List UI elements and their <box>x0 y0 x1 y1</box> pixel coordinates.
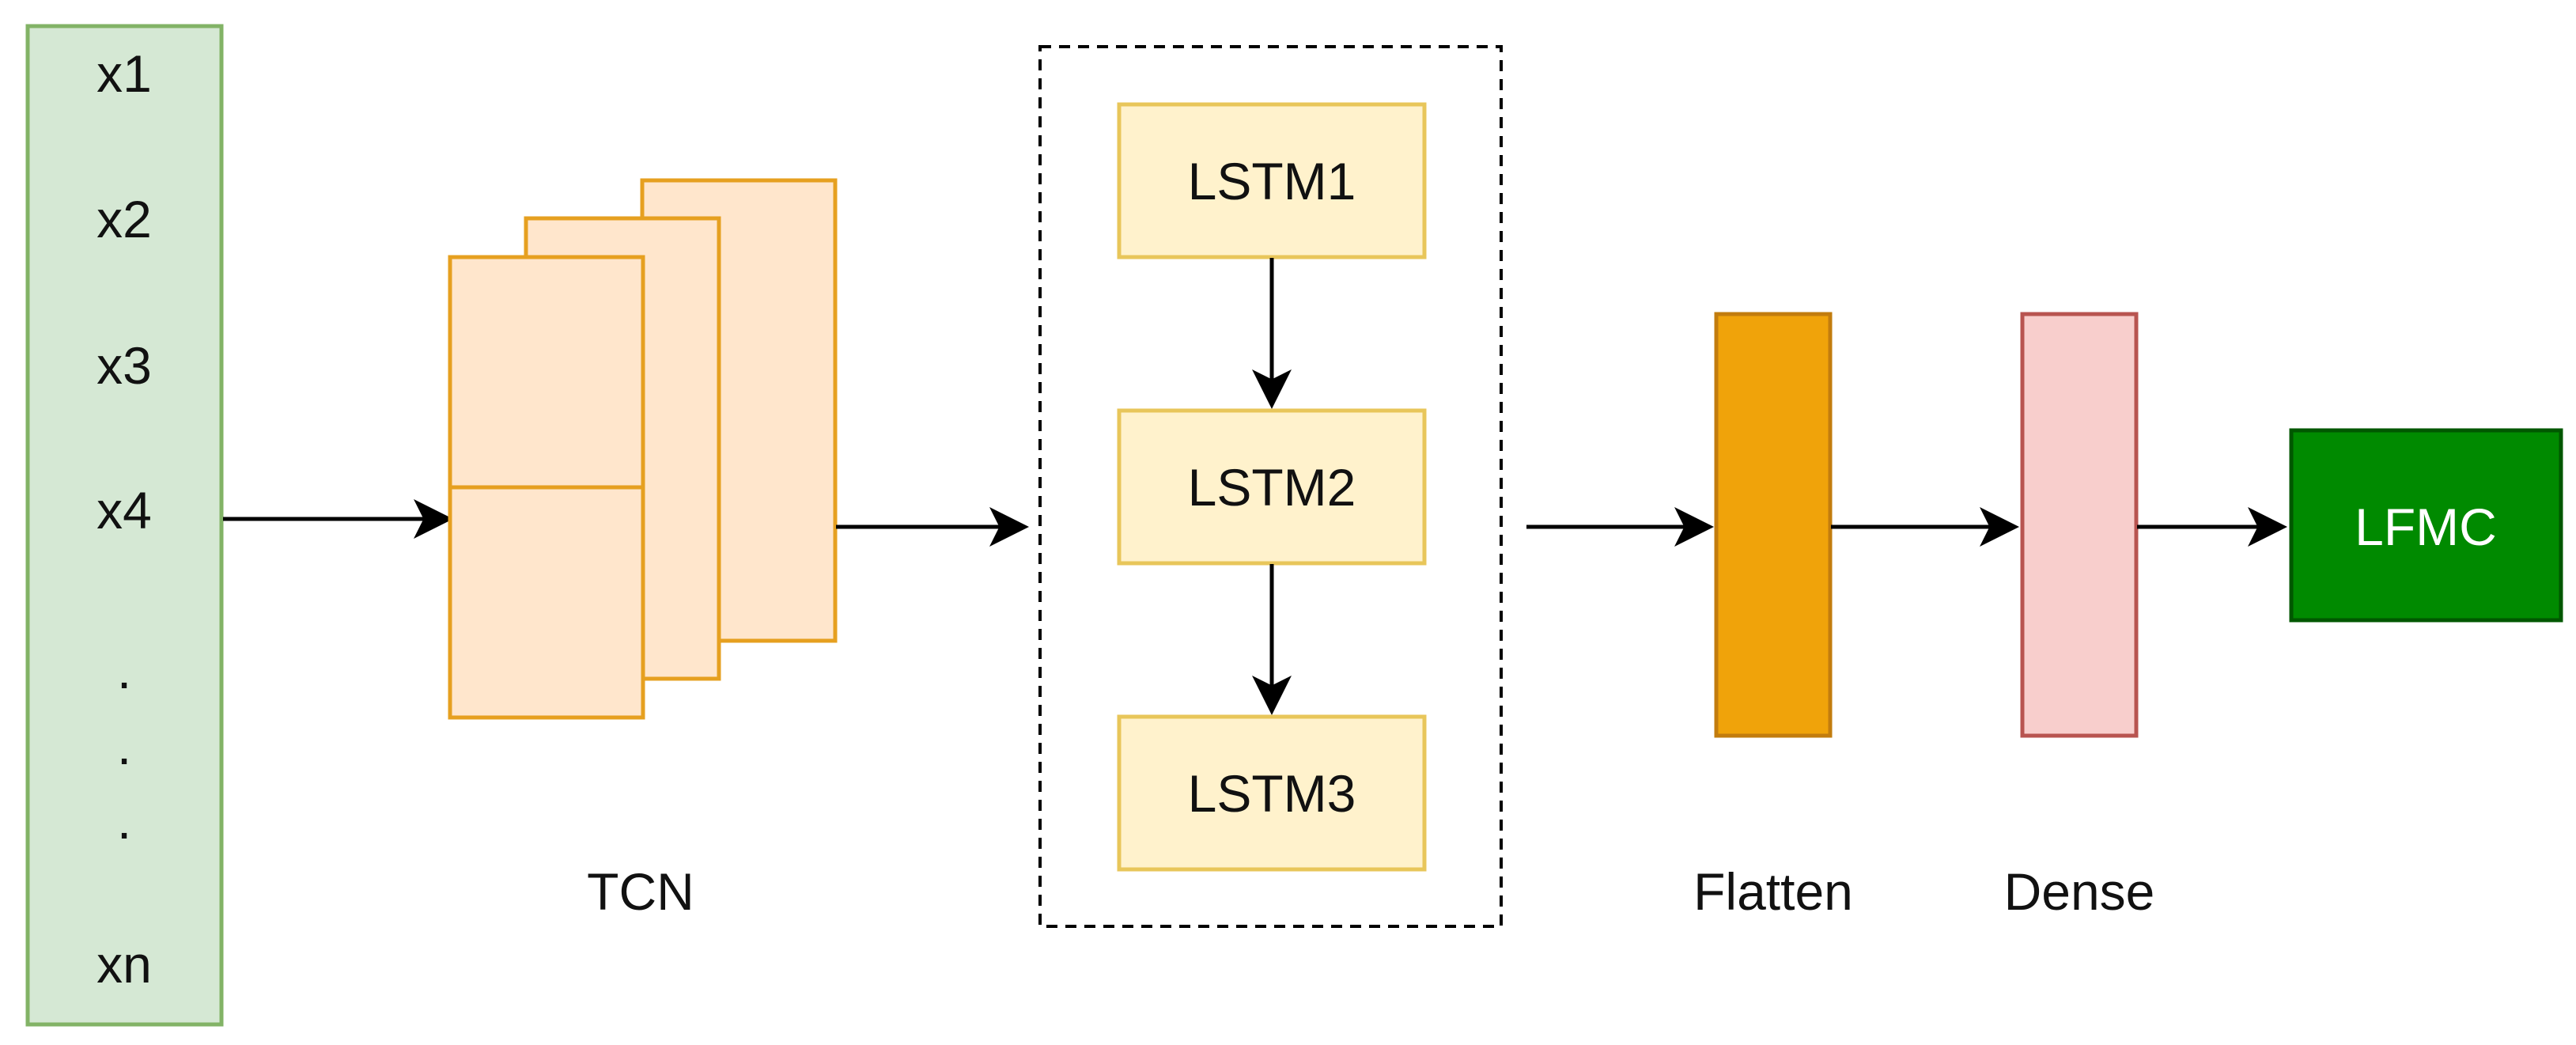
lstm2-block <box>1117 408 1427 566</box>
output-label: LFMC <box>2355 498 2497 556</box>
output-block <box>2289 428 2563 623</box>
input-item-x1: x1 <box>96 44 152 103</box>
input-ellipsis-dot-1: . <box>117 641 131 699</box>
input-ellipsis-dot-3: . <box>117 791 131 850</box>
lstm1-label: LSTM1 <box>1188 152 1356 210</box>
input-item-x3: x3 <box>96 336 152 395</box>
lstm-group <box>1038 45 1503 928</box>
input-item-xn: xn <box>96 935 152 994</box>
flatten-block <box>1714 312 1833 738</box>
lstm1-block <box>1117 102 1427 259</box>
input-item-x2: x2 <box>96 190 152 248</box>
tcn-label: TCN <box>587 862 694 921</box>
lstm3-block <box>1117 714 1427 872</box>
input-ellipsis-dot-2: . <box>117 717 131 775</box>
input-sequence: x1 x2 x3 x4 . . . xn <box>25 24 224 1027</box>
dense-label: Dense <box>2004 862 2155 921</box>
tcn-block <box>448 178 838 720</box>
input-box <box>25 24 224 1027</box>
lstm3-label: LSTM3 <box>1188 764 1356 823</box>
dense-block <box>2020 312 2139 738</box>
lstm2-label: LSTM2 <box>1188 458 1356 517</box>
flatten-label: Flatten <box>1693 862 1853 921</box>
input-item-x4: x4 <box>96 481 152 540</box>
